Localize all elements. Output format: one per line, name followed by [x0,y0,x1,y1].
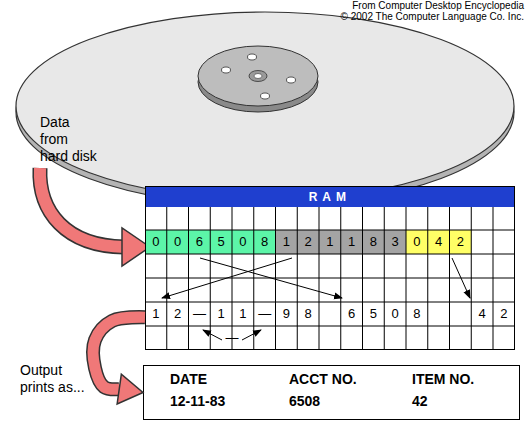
move-line [452,258,470,298]
move-line [200,258,342,298]
memory-digit: 8 [254,230,276,254]
memory-digit: 8 [297,302,319,326]
callout-text: Output prints as... [20,362,92,396]
memory-digit: 0 [145,230,167,254]
memory-digit: 9 [276,302,298,326]
hub [198,46,318,106]
memory-digit: 0 [232,230,254,254]
memory-digit: 1 [145,302,167,326]
memory-digit: 2 [450,230,472,254]
field-value: 6508 [289,393,399,410]
memory-digit: 1 [341,230,363,254]
hub-hole [248,54,257,60]
arrow-outline [93,317,145,389]
memory-digit: — [254,302,276,326]
grid-background [145,206,515,350]
transfer-arrow [40,168,150,266]
arrow-body [40,168,124,247]
memory-digit: 1 [232,302,254,326]
insert-line [242,330,261,340]
memory-digit: 6 [189,230,211,254]
hub-hole [261,93,270,99]
field-value: 42 [412,393,512,410]
hard-disk [16,12,514,206]
copyright-note: © 2002 The Computer Language Co. Inc. [290,11,524,23]
memory-cells [145,206,515,350]
arrow-head [117,374,143,404]
grid-lines [145,206,515,350]
item-field-cells [406,230,471,254]
arrow-outline [40,168,124,247]
memory-digit: 2 [493,302,515,326]
spindle [249,71,267,82]
output-record: DATE 12-11-83 ACCT NO. 6508 ITEM NO. 42 [143,365,520,420]
field-value: 12-11-83 [170,393,280,410]
memory-digit: 2 [297,230,319,254]
memory-grid: RAM [145,186,515,350]
memory-digit: 8 [406,302,428,326]
memory-digit: 1 [210,302,232,326]
hub-hole [222,67,231,73]
memory-digit: 3 [384,230,406,254]
memory-digit: 0 [406,230,428,254]
arrow-body [93,317,145,389]
hub-hole [287,77,296,83]
memory-digit: 8 [363,230,385,254]
insert-line [203,330,222,340]
memory-title: RAM [146,187,514,207]
memory-digit: 5 [363,302,385,326]
move-arrows [162,258,470,340]
spindle-hole [254,74,262,79]
callout-text: Data from hard disk [40,114,98,165]
field-heading: ACCT NO. [289,371,399,388]
memory-digit: 2 [167,302,189,326]
platter [16,12,514,200]
memory-digit: 1 [276,230,298,254]
memory-digit: 5 [210,230,232,254]
separator-mark: — [217,326,247,350]
memory-digit: 6 [341,302,363,326]
field-heading: DATE [170,371,280,388]
memory-digit: 4 [471,302,493,326]
flow-arrow [93,317,145,404]
memory-digit: 0 [384,302,406,326]
field-heading: ITEM NO. [412,371,512,388]
source-credit: From Computer Desktop Encyclopedia [290,0,524,12]
memory-digit: — [189,302,211,326]
memory-digit: 4 [428,230,450,254]
memory-digit: 1 [319,230,341,254]
memory-digit: 0 [167,230,189,254]
